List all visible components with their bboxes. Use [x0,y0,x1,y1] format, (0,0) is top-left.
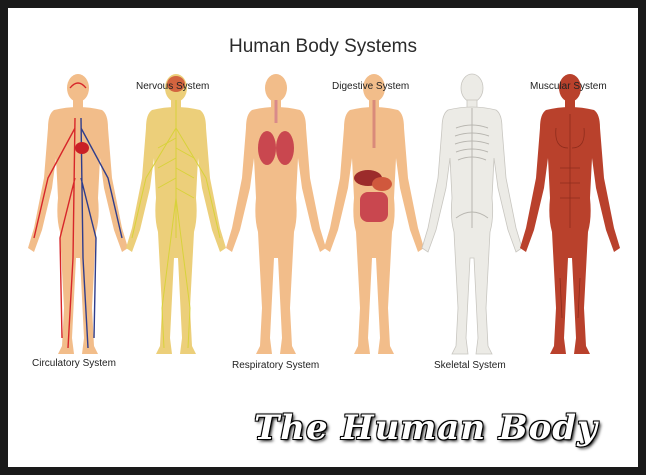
poster: Human Body Systems [8,8,638,467]
label-skeletal: Skeletal System [434,360,506,371]
label-digestive: Digestive System [332,81,409,92]
respiratory-figure [226,74,326,354]
banner-title: The Human Body [254,408,598,448]
circulatory-figure [28,74,128,354]
nervous-figure [126,74,226,354]
skeletal-figure [422,74,522,354]
digestive-figure [324,74,424,354]
body-figures [8,8,638,467]
label-muscular: Muscular System [530,81,607,92]
label-circulatory: Circulatory System [32,358,116,369]
muscular-figure [520,74,620,354]
label-respiratory: Respiratory System [232,360,319,371]
label-nervous: Nervous System [136,81,209,92]
